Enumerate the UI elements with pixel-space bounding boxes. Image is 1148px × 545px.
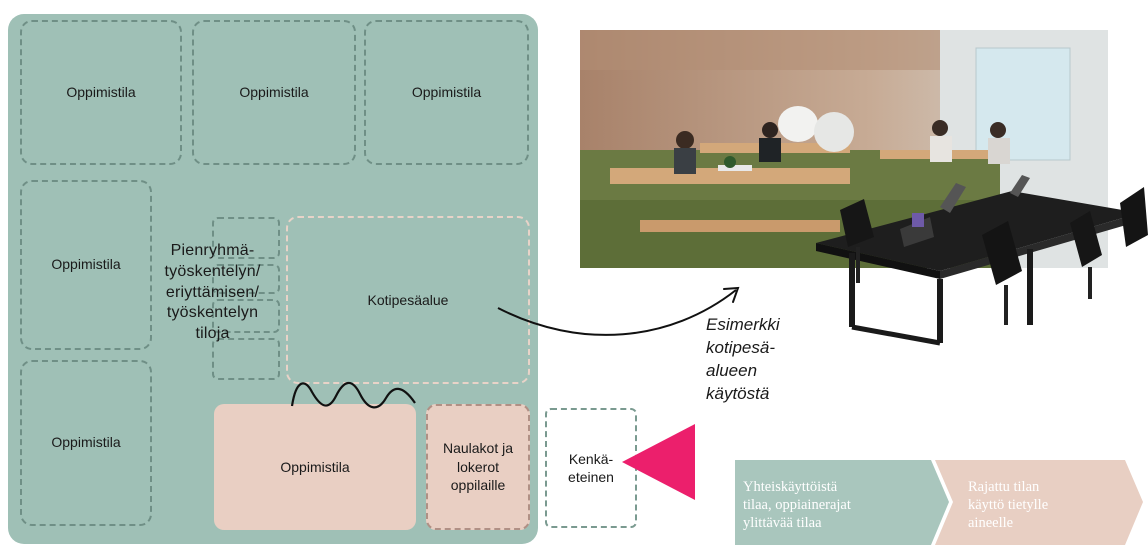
small-group-cell — [212, 299, 280, 333]
legend-shapes — [735, 460, 1143, 545]
small-group-cell — [212, 264, 280, 294]
room-oppimistila-1: Oppimistila — [20, 20, 182, 165]
small-group-cell — [212, 338, 280, 380]
entrance-arrow-triangle — [622, 424, 695, 500]
small-group-line: Pienryhmä- — [170, 242, 255, 259]
squiggle-line — [290, 381, 416, 409]
home-area: Kotipesäalue — [286, 216, 530, 384]
room-oppimistila-2: Oppimistila — [192, 20, 356, 165]
arrow-head — [723, 286, 740, 303]
legend-restricted-chevron — [935, 460, 1143, 545]
room-oppimistila-5: Oppimistila — [20, 360, 152, 526]
legend-line: Yhteiskäyttöistä — [743, 478, 838, 495]
curved-arrow-line — [497, 289, 737, 336]
shoe-hall-line: Kenkä- — [568, 450, 614, 467]
small-group-line: tiloja — [195, 325, 230, 343]
room-oppimistila-4: Oppimistila — [20, 180, 152, 350]
legend-line: tilaa, oppiainerajat — [743, 496, 851, 513]
room-label: Oppimistila — [51, 434, 121, 451]
lockers-label: Naulakot ja lokerot oppilaille — [443, 439, 513, 496]
legend-line: käyttö tietylle — [968, 496, 1049, 513]
small-group-cell — [212, 217, 280, 259]
shoe-hall-label: Kenkä- eteinen — [568, 450, 614, 486]
desk-illustration — [816, 175, 1148, 346]
room-label: Oppimistila — [66, 83, 136, 100]
caption-line: alueen — [706, 360, 758, 380]
room-label: Oppimistila — [411, 83, 482, 100]
home-area-label: Kotipesäalue — [367, 292, 449, 308]
lockers-line: Naulakot ja — [442, 439, 514, 456]
lockers-area: Naulakot ja lokerot oppilaille — [426, 404, 530, 530]
lockers-line: lokerot — [456, 458, 499, 475]
shoe-hall-line: eteinen — [568, 469, 614, 485]
legend-restricted-text: Rajattu tilan käyttö tietylle aineelle — [968, 478, 1048, 532]
room-label: Oppimistila — [239, 83, 309, 100]
small-group-label: Pienryhmä- työskentelyn/ eriyttämisen/ t… — [150, 241, 275, 345]
legend-line: ylittävää tilaa — [743, 515, 822, 532]
room-label: Oppimistila — [51, 256, 121, 273]
small-group-line: työskentelyn/ — [164, 262, 261, 280]
room-oppimistila-3: Oppimistila — [364, 20, 529, 165]
room-oppimistila-6: Oppimistila — [214, 404, 416, 530]
caption-line: kotipesä- — [706, 337, 775, 357]
small-group-line: eriyttämisen/ — [165, 283, 260, 301]
caption-line: käytöstä — [706, 383, 770, 403]
caption-line: Esimerkki — [706, 315, 780, 334]
legend-line: Rajattu tilan — [968, 478, 1040, 495]
room-label: Oppimistila — [280, 459, 350, 475]
legend-shared-chevron — [735, 460, 949, 545]
lockers-line: oppilaille — [450, 477, 506, 494]
small-group-line: työskentelyn — [166, 304, 259, 322]
legend-shared-text: Yhteiskäyttöistä tilaa, oppiainerajat yl… — [743, 478, 851, 532]
legend-restricted: Rajattu tilan käyttö tietylle aineelle — [968, 468, 1138, 542]
legend-line: aineelle — [968, 515, 1014, 532]
legend-shared: Yhteiskäyttöistä tilaa, oppiainerajat yl… — [743, 468, 933, 542]
photo-caption: Esimerkki kotipesä- alueen käytöstä — [706, 314, 816, 406]
